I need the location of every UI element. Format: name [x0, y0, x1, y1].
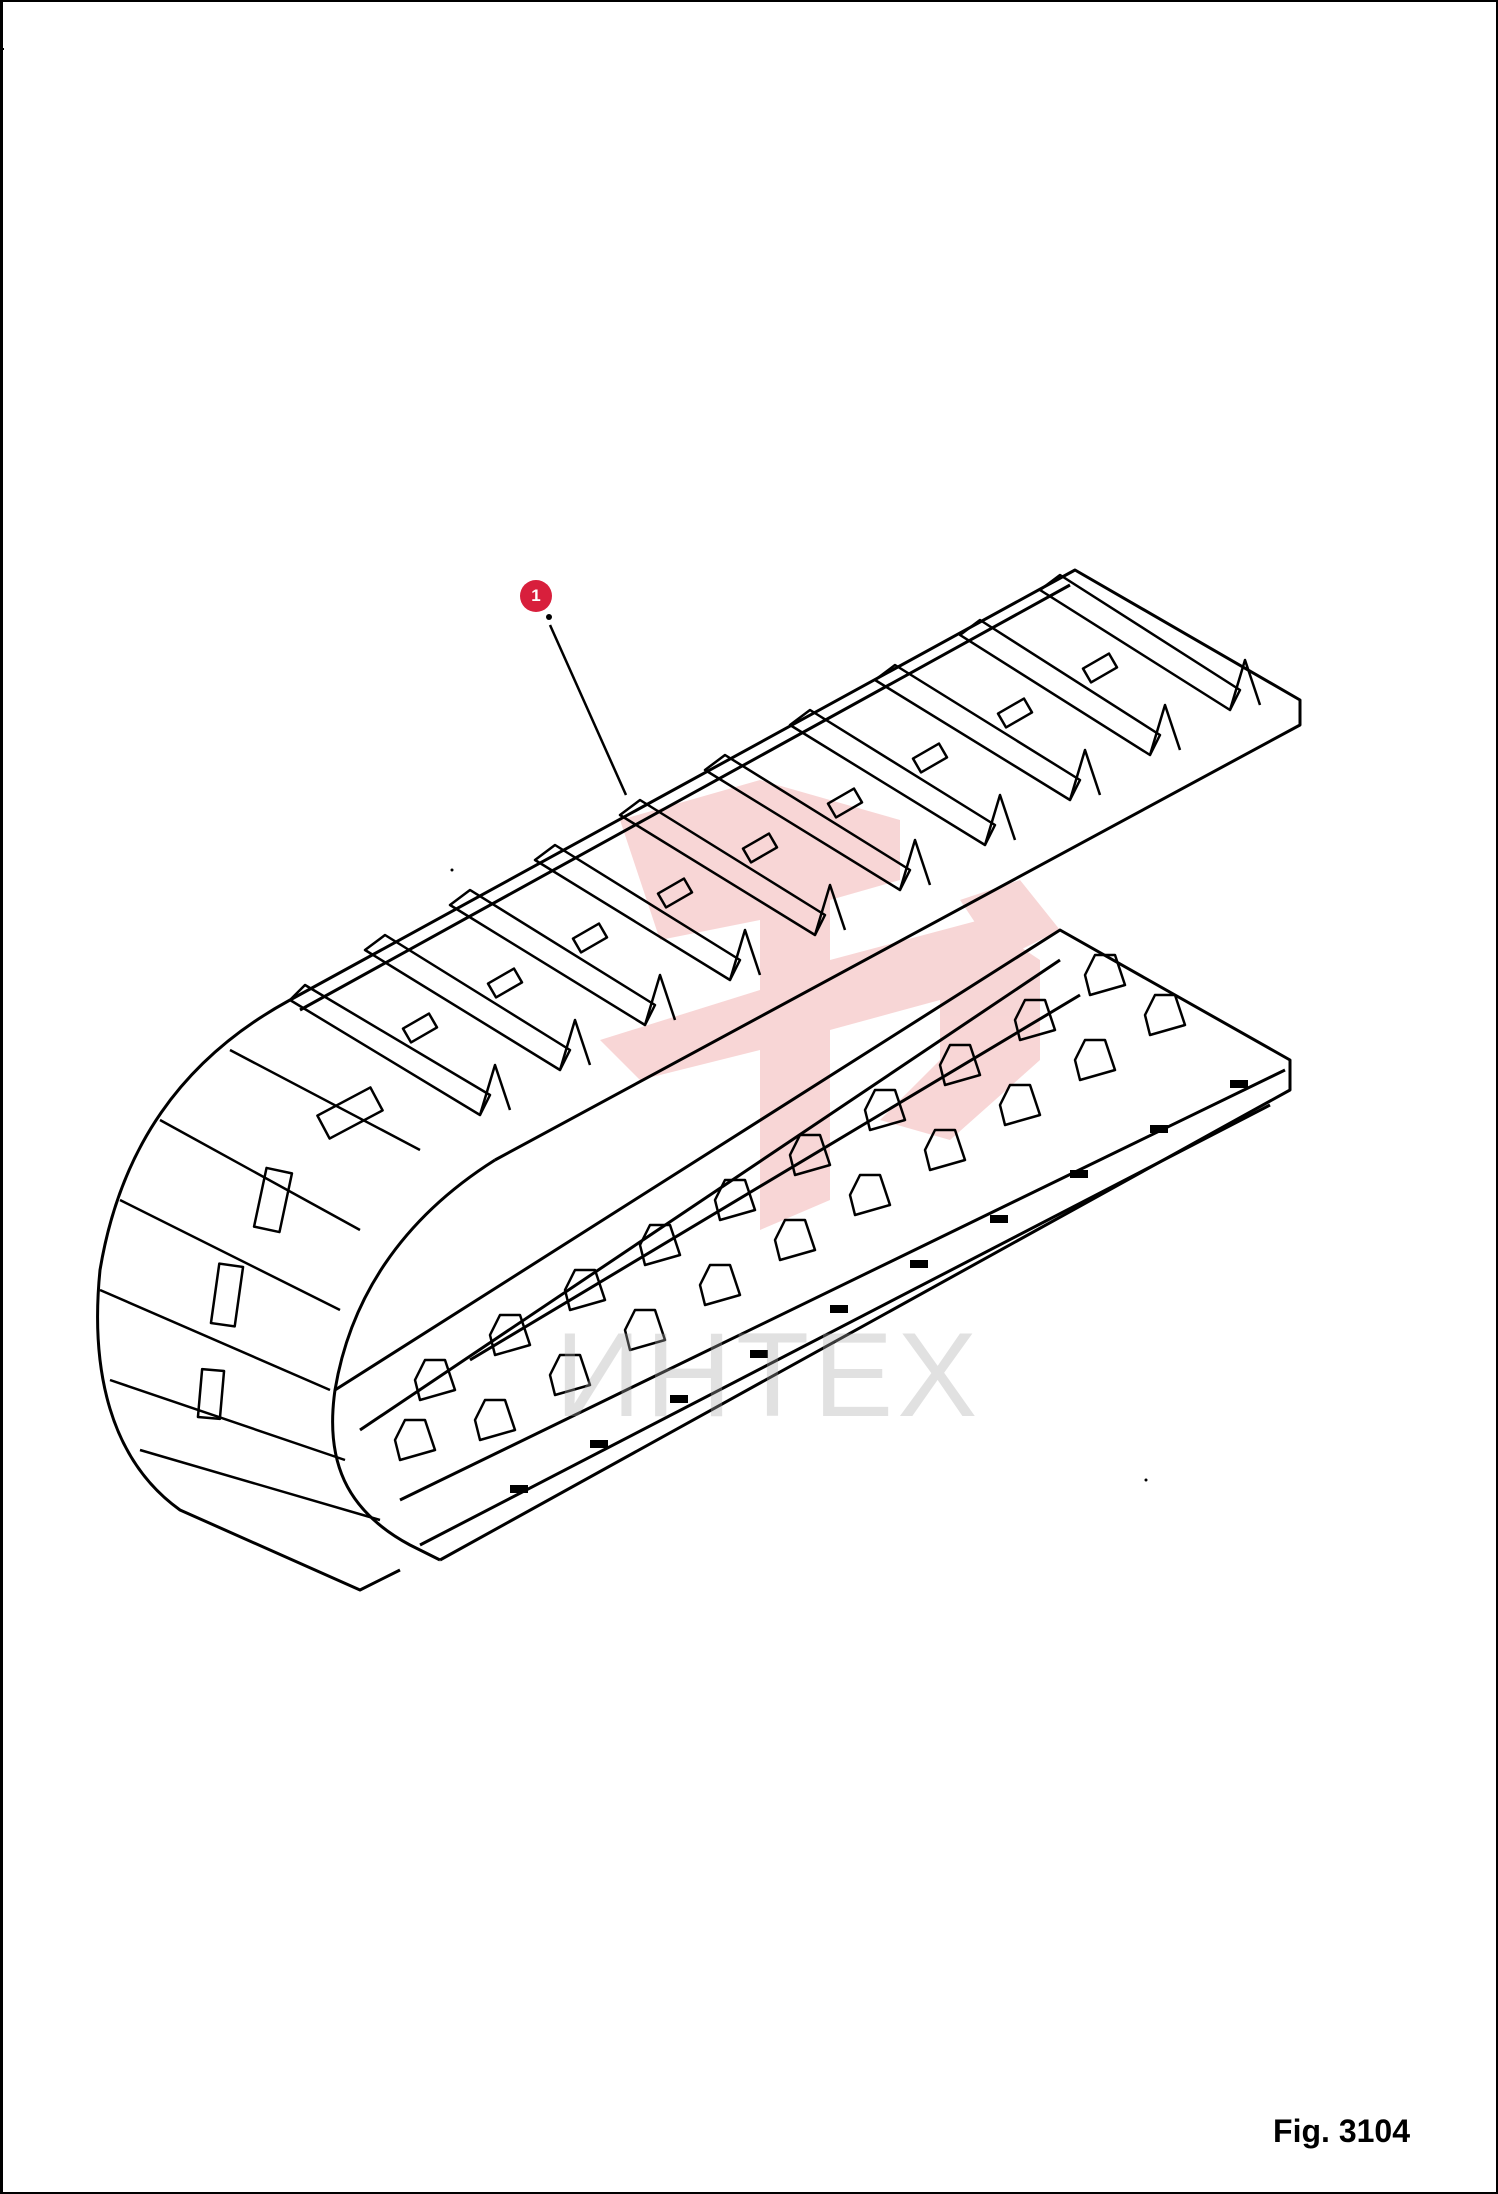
watermark-logo [600, 780, 1060, 1230]
end-lugs [99, 1048, 421, 1522]
leader-dot [546, 614, 552, 620]
tread-lugs [288, 573, 1262, 1117]
leader-line [548, 624, 628, 796]
dot-mark [1144, 1478, 1148, 1482]
watermark-text: ИНТЕХ [555, 1308, 982, 1442]
track-outline [96, 568, 1302, 1592]
guide-teeth [393, 953, 1187, 1462]
figure-label: Fig. 3104 [1273, 2113, 1410, 2149]
dot-mark [450, 868, 454, 872]
frame-tick [0, 48, 4, 50]
underside-lugs [510, 1080, 1248, 1493]
callout-badge-1[interactable]: 1 [520, 580, 552, 612]
